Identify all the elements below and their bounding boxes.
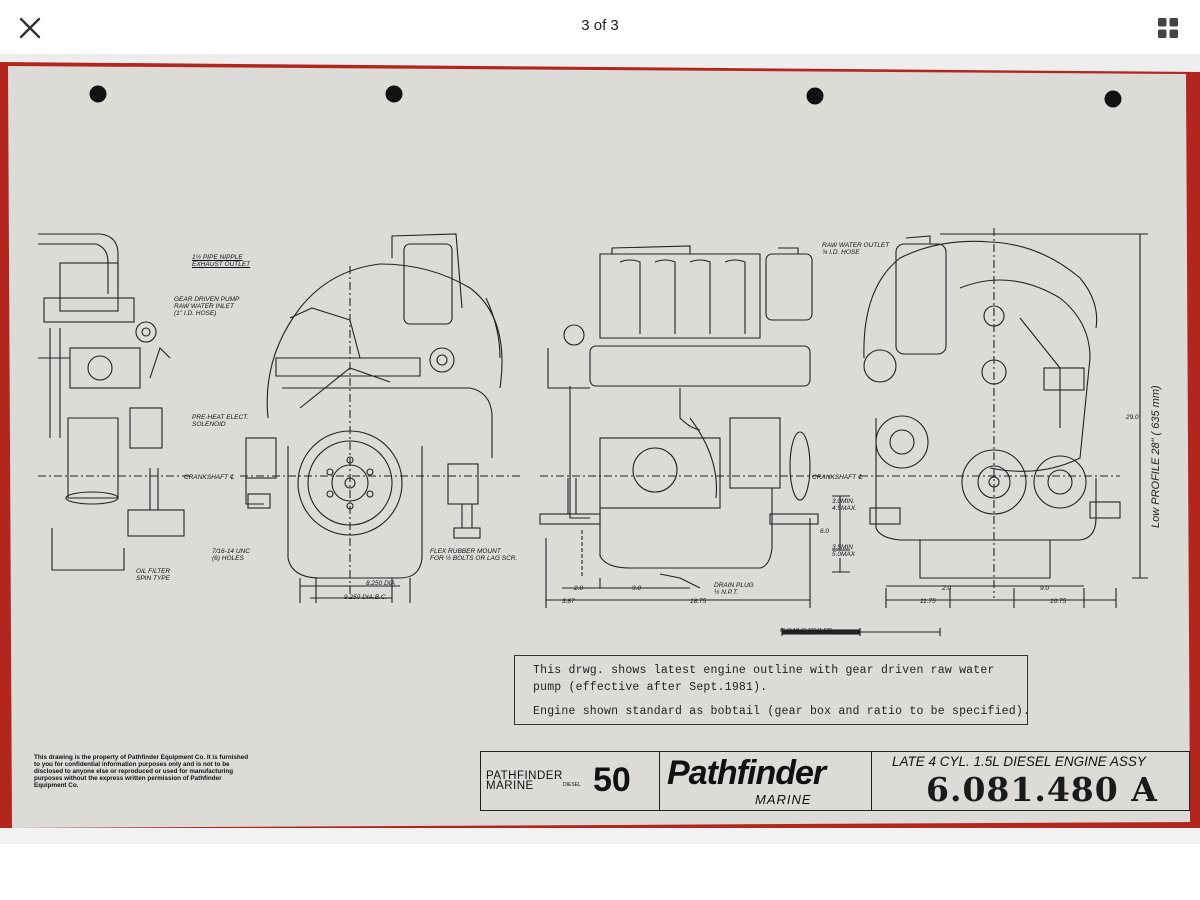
label-crankshaft-right: CRANKSHAFT ℄ bbox=[812, 474, 863, 481]
end-view-flywheel bbox=[240, 233, 520, 603]
paper-sheet bbox=[8, 66, 1190, 828]
label-dim-90: 9.0 bbox=[632, 585, 642, 592]
brand-line-2: MARINE bbox=[486, 780, 534, 792]
engine-drawing-photo: 1½ PIPE NIPPLE EXHAUST OUTLET GEAR DRIVE… bbox=[0, 58, 1200, 844]
drawing-title: LATE 4 CYL. 1.5L DIESEL ENGINE ASSY bbox=[892, 754, 1146, 769]
side-view bbox=[539, 245, 850, 608]
note-line-2: pump (effective after Sept.1981). bbox=[533, 681, 768, 694]
drawing-note-box: This drwg. shows latest engine outline w… bbox=[514, 655, 1031, 725]
pathfinder-logo: Pathfinder bbox=[667, 754, 826, 792]
front-view bbox=[860, 228, 1148, 608]
punch-hole bbox=[89, 85, 107, 103]
title-block-logo-cell: Pathfinder MARINE bbox=[659, 752, 872, 810]
note-line-1: This drwg. shows latest engine outline w… bbox=[533, 664, 995, 677]
label-dia-1: 8.250 DIA bbox=[366, 580, 395, 587]
label-dia-2: 9.250 DIA.B.C. bbox=[344, 594, 388, 601]
drawing-number: 6.081.480 A bbox=[926, 770, 1158, 809]
drawing-sheet bbox=[0, 58, 1200, 844]
close-icon bbox=[19, 17, 41, 39]
label-holes: 7/16-14 UNC (6) HOLES bbox=[212, 548, 250, 562]
viewer-toolbar: 3 of 3 bbox=[0, 0, 1200, 54]
label-raw-water-outlet: RAW WATER OUTLET ¾ I.D. HOSE bbox=[822, 242, 890, 256]
close-button[interactable] bbox=[14, 12, 46, 44]
label-crankshaft-left: CRANKSHAFT ℄ bbox=[184, 474, 235, 481]
grid-view-button[interactable] bbox=[1154, 14, 1182, 42]
scale-bar bbox=[781, 628, 941, 636]
engine-drawings bbox=[38, 228, 1148, 636]
model-number: 50 bbox=[593, 761, 631, 799]
label-dim-20b: 2.0 bbox=[942, 585, 952, 592]
punch-hole bbox=[806, 87, 824, 105]
legal-notice: This drawing is the property of Pathfind… bbox=[34, 754, 249, 789]
label-dim-35min: 3.5MIN 5.0MAX bbox=[832, 544, 856, 558]
label-dim-30min: 3.0MIN. 4.5MAX. bbox=[832, 498, 857, 512]
label-dim-20: 2.0 bbox=[574, 585, 584, 592]
note-line-3: Engine shown standard as bobtail (gear b… bbox=[533, 705, 1031, 718]
pathfinder-logo-sub: MARINE bbox=[755, 792, 812, 807]
rear-view-partial bbox=[38, 233, 190, 571]
label-exhaust: 1½ PIPE NIPPLE EXHAUST OUTLET bbox=[192, 254, 251, 268]
label-dim-60: 6.0 bbox=[820, 528, 830, 535]
label-flex-mount: FLEX RUBBER MOUNT FOR ½ BOLTS OR LAG SCR… bbox=[430, 548, 518, 562]
title-block: PATHFINDER MARINE DIESEL 50 Pathfinder M… bbox=[480, 751, 1190, 811]
label-dim-290: 29.0 bbox=[1126, 414, 1139, 421]
grid-icon bbox=[1158, 18, 1178, 38]
image-counter: 3 of 3 bbox=[581, 17, 619, 34]
punch-hole bbox=[385, 85, 403, 103]
label-dim-1875: 18.75 bbox=[690, 598, 707, 605]
low-profile-label: Low PROFILE 28" ( 635 mm) bbox=[1150, 385, 1162, 528]
label-dim-90b: 9.0 bbox=[1040, 585, 1050, 592]
punch-hole bbox=[1104, 90, 1122, 108]
label-dim-387: 3.87 bbox=[562, 598, 575, 605]
brand-line-1: PATHFINDER bbox=[486, 770, 563, 782]
label-scale: 0" (0 M) 6" 12" (1 FT) bbox=[780, 628, 833, 634]
label-drain-plug: DRAIN PLUG ½ N.P.T. bbox=[714, 582, 754, 596]
diesel-small: DIESEL bbox=[563, 782, 581, 788]
label-dim-1075: 10.75 bbox=[1050, 598, 1067, 605]
title-block-model-cell: PATHFINDER MARINE DIESEL 50 bbox=[481, 752, 660, 810]
label-oil-filter: OIL FILTER SPIN TYPE bbox=[136, 568, 171, 582]
label-gear-pump: GEAR DRIVEN PUMP RAW WATER INLET (1" I.D… bbox=[174, 296, 240, 317]
label-preheat: PRE-HEAT ELECT. SOLENOID bbox=[192, 414, 249, 428]
label-dim-1175: 11.75 bbox=[920, 598, 936, 605]
